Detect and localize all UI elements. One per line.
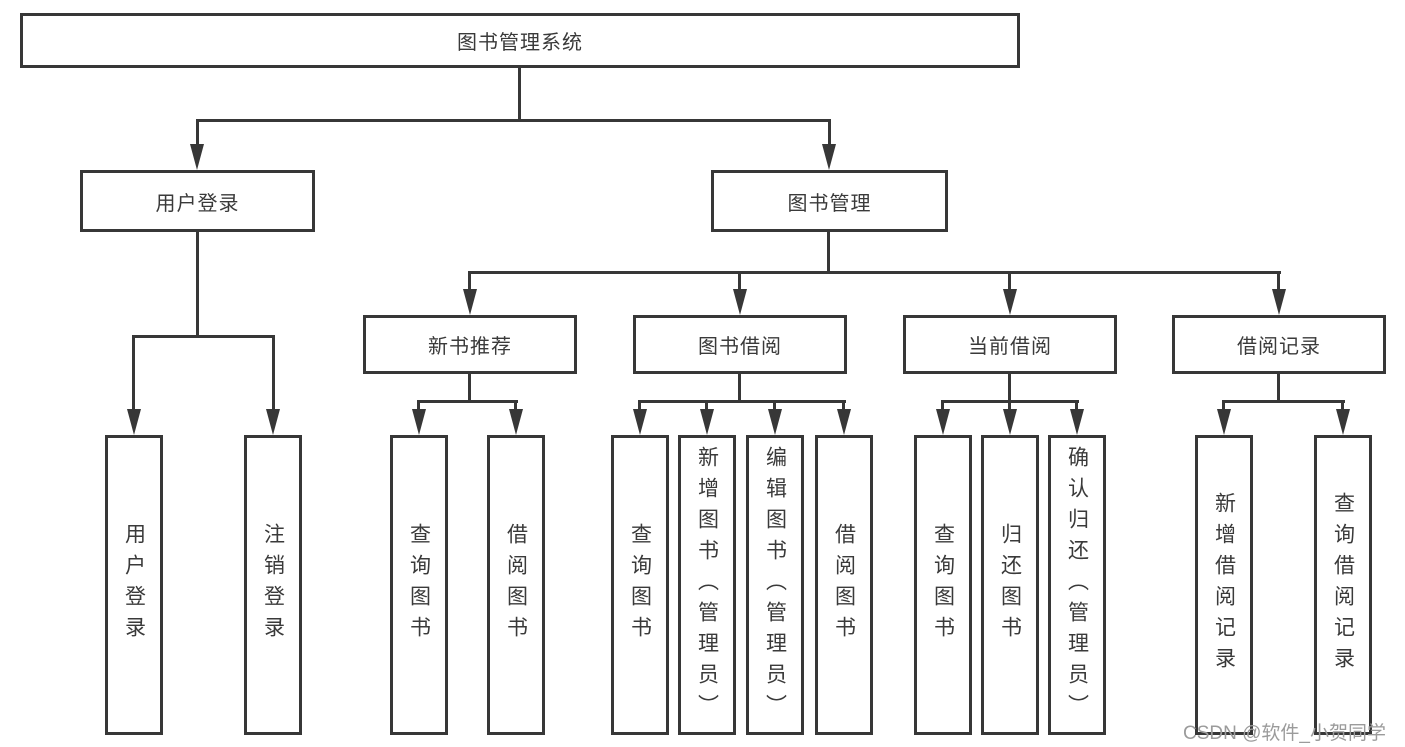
leaf-add-borrow-record: 新增借阅记录 (1195, 435, 1253, 735)
arrowhead (700, 409, 714, 435)
node-book-management: 图书管理 (711, 170, 948, 232)
node-user-login: 用户登录 (80, 170, 315, 232)
leaf-logout: 注销登录 (244, 435, 302, 735)
connector-line (514, 400, 517, 415)
arrowhead (837, 409, 851, 435)
node-label: 查询图书 (628, 523, 652, 647)
node-label: 图书借阅 (698, 336, 782, 358)
node-label: 借阅图书 (504, 523, 528, 647)
arrowhead (1070, 409, 1084, 435)
node-label: 归还图书 (998, 523, 1022, 647)
leaf-confirm-return-admin: 确认归还（管理员） (1048, 435, 1106, 735)
arrowhead (266, 409, 280, 435)
connector-line (842, 400, 845, 415)
node-label: 借阅图书 (832, 523, 856, 647)
connector-line (941, 400, 944, 415)
connector-line (1075, 400, 1078, 415)
leaf-query-book-current: 查询图书 (914, 435, 972, 735)
node-label: 用户登录 (122, 523, 146, 647)
leaf-return-book: 归还图书 (981, 435, 1039, 735)
node-label: 确认归还（管理员） (1065, 445, 1089, 725)
leaf-user-login: 用户登录 (105, 435, 163, 735)
arrowhead (733, 289, 747, 315)
connector-line (1008, 400, 1011, 415)
node-library-system: 图书管理系统 (20, 13, 1020, 68)
leaf-borrow-book-recommend: 借阅图书 (487, 435, 545, 735)
csdn-watermark: CSDN @软件_小贺同学 (1183, 723, 1386, 744)
arrowhead (463, 289, 477, 315)
connector-line (1277, 374, 1280, 403)
connector-line (468, 374, 471, 403)
connector-line (638, 400, 846, 403)
connector-line (518, 68, 521, 119)
node-book-borrowing: 图书借阅 (633, 315, 847, 374)
arrowhead (127, 409, 141, 435)
connector-line (827, 232, 830, 274)
node-label: 查询借阅记录 (1331, 492, 1355, 678)
leaf-borrow-book: 借阅图书 (815, 435, 873, 735)
leaf-edit-book-admin: 编辑图书（管理员） (746, 435, 804, 735)
arrowhead (1217, 409, 1231, 435)
node-label: 图书管理 (787, 192, 872, 215)
arrowhead (509, 409, 523, 435)
arrowhead (1003, 409, 1017, 435)
connector-line (468, 271, 1281, 274)
connector-line (196, 119, 199, 150)
connector-line (1222, 400, 1225, 415)
connector-line (638, 400, 641, 415)
arrowhead (768, 409, 782, 435)
arrowhead (1336, 409, 1350, 435)
connector-line (1277, 271, 1280, 293)
connector-line (417, 400, 420, 415)
connector-line (1008, 271, 1011, 293)
node-label: 编辑图书（管理员） (763, 445, 787, 725)
leaf-query-book-borrowing: 查询图书 (611, 435, 669, 735)
node-label: 用户登录 (155, 192, 240, 215)
arrowhead (412, 409, 426, 435)
connector-line (738, 374, 741, 403)
arrowhead (1003, 289, 1017, 315)
connector-line (828, 119, 831, 150)
leaf-query-borrow-record: 查询借阅记录 (1314, 435, 1372, 735)
leaf-add-book-admin: 新增图书（管理员） (678, 435, 736, 735)
node-new-book-recommend: 新书推荐 (363, 315, 577, 374)
connector-line (1222, 400, 1345, 403)
connector-line (132, 335, 135, 413)
arrowhead (633, 409, 647, 435)
connector-line (417, 400, 518, 403)
node-label: 图书管理系统 (457, 32, 583, 54)
arrowhead (936, 409, 950, 435)
node-label: 新书推荐 (428, 336, 512, 358)
connector-line (738, 271, 741, 293)
leaf-query-book-recommend: 查询图书 (390, 435, 448, 735)
connector-line (705, 400, 708, 415)
connector-line (196, 119, 831, 122)
connector-line (132, 335, 275, 338)
connector-line (272, 335, 275, 413)
arrowhead (190, 144, 204, 170)
node-current-borrowing: 当前借阅 (903, 315, 1117, 374)
node-label: 查询图书 (407, 523, 431, 647)
connector-line (773, 400, 776, 415)
node-label: 查询图书 (931, 523, 955, 647)
connector-line (468, 271, 471, 293)
node-label: 借阅记录 (1237, 336, 1321, 358)
node-label: 注销登录 (261, 523, 285, 647)
connector-line (1341, 400, 1344, 415)
node-label: 新增图书（管理员） (695, 445, 719, 725)
node-borrowing-records: 借阅记录 (1172, 315, 1386, 374)
node-label: 当前借阅 (968, 336, 1052, 358)
arrowhead (822, 144, 836, 170)
arrowhead (1272, 289, 1286, 315)
connector-line (1008, 374, 1011, 403)
node-label: 新增借阅记录 (1212, 492, 1236, 678)
connector-line (196, 232, 199, 338)
